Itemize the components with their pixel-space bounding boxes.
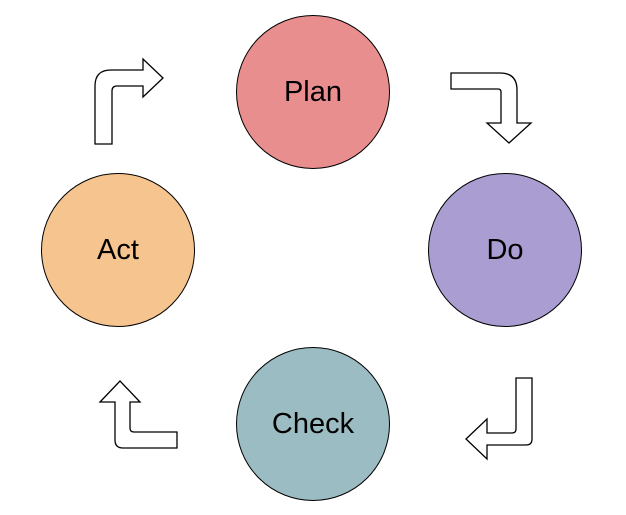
plan-node: Plan <box>236 15 390 169</box>
act-label: Act <box>97 233 139 266</box>
bent-arrow-right-icon <box>94 57 164 145</box>
do-node: Do <box>428 173 582 327</box>
bent-arrow-up-icon <box>98 380 178 449</box>
bent-arrow-down-icon <box>450 72 533 144</box>
do-label: Do <box>486 233 524 266</box>
check-node: Check <box>236 347 390 501</box>
act-node: Act <box>41 173 195 327</box>
plan-label: Plan <box>283 75 343 108</box>
bent-arrow-left-icon <box>465 377 533 461</box>
check-label: Check <box>271 407 355 440</box>
